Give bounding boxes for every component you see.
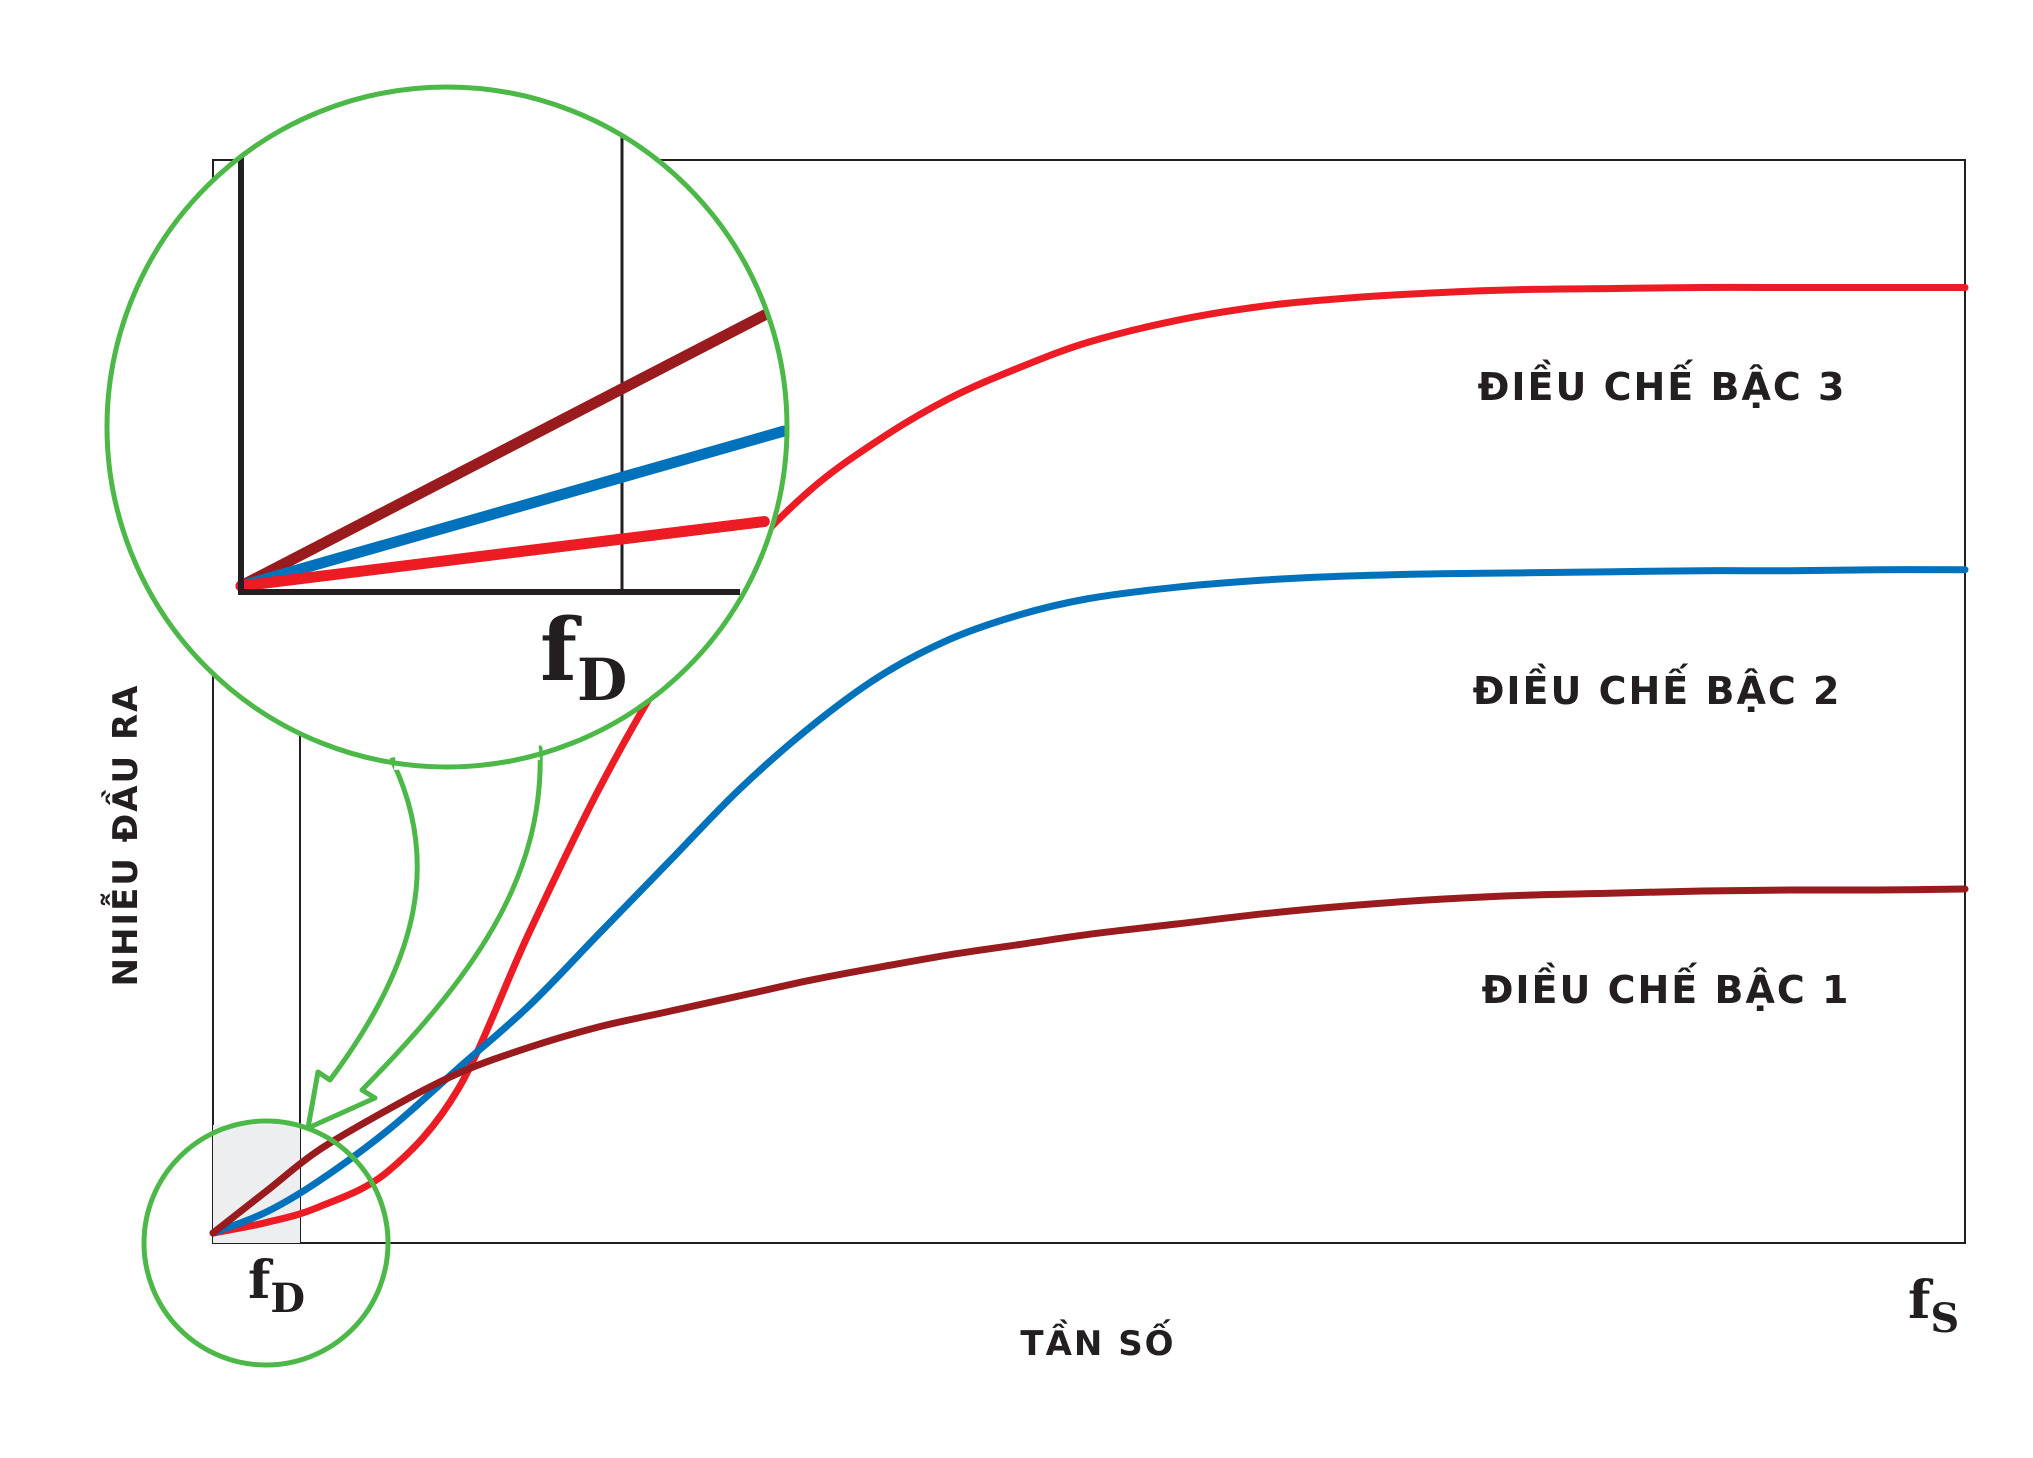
plot-frame: [212, 159, 1966, 1244]
y-axis-label: NHIỄU ĐẦU RA: [101, 684, 146, 987]
magnifier-circle-fill: [107, 87, 787, 767]
x-axis-label: TẦN SỐ: [1020, 1319, 1175, 1364]
main-series-group: [209, 283, 1969, 1237]
magnifier-circle-border: [104, 84, 790, 770]
inset-plot: [235, 130, 787, 595]
series-line-1-order: [209, 885, 1969, 1237]
inset-series-group: [235, 309, 787, 592]
inset-series-line-1: [235, 309, 770, 592]
inset-series-line-2: [235, 425, 787, 592]
series-label-order-1: ĐIỀU CHẾ BẬC 1: [1482, 963, 1851, 1012]
magnifier-callout: fD: [104, 84, 790, 1131]
fs-tick-label: fS: [1908, 1270, 1959, 1342]
zoom-source-circle: [141, 1118, 391, 1368]
fd-tick-label: fD: [248, 1250, 305, 1322]
inset-fd-tick-label: fD: [540, 600, 627, 714]
series-label-order-3: ĐIỀU CHẾ BẬC 3: [1478, 360, 1847, 409]
series-label-order-2: ĐIỀU CHẾ BẬC 2: [1473, 664, 1842, 713]
series-line-2-order: [209, 566, 1969, 1237]
callout-arrow: [305, 745, 543, 1131]
inset-series-line-3: [235, 516, 770, 592]
